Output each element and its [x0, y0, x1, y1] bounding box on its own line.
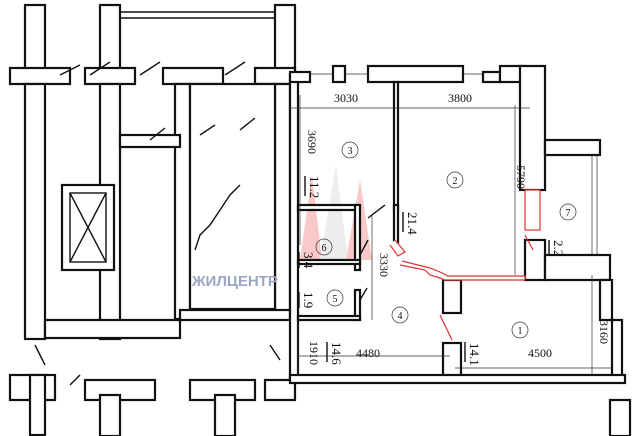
watermark-text: ЖИЛЦЕНТР [191, 273, 278, 290]
dim-hall-width: 4480 [356, 346, 380, 360]
room-1-area: 14.1 [467, 343, 482, 366]
room-3-number: 3 [348, 146, 353, 157]
room-6-area: 3.4 [301, 252, 316, 269]
dim-hall-small: 1910 [307, 341, 321, 365]
dim-hall-depth: 3330 [377, 253, 391, 277]
dim-room2-depth: 5790 [514, 165, 528, 189]
building-walls-left [8, 3, 297, 436]
dim-room1-depth: 3160 [597, 320, 611, 344]
room-numbers: 1 2 3 4 5 6 7 [322, 146, 571, 337]
room-2-number: 2 [453, 176, 458, 187]
room-5-number: 5 [333, 294, 338, 305]
room-markers [315, 141, 577, 339]
redevelopment-walls [389, 234, 534, 341]
room-3-area: 11.2 [307, 176, 322, 198]
room-2-area: 21.4 [405, 212, 420, 235]
doors [359, 204, 386, 301]
dim-room1-width: 4500 [528, 346, 552, 360]
room-7-number: 7 [566, 208, 571, 219]
dimension-labels: 3030 3800 3690 5790 3330 4480 1910 4500 … [305, 91, 611, 365]
room-7-area: 2.2 [551, 240, 566, 256]
room-5-area: 1.9 [301, 292, 316, 308]
room-4-number: 4 [398, 311, 403, 322]
room-6-number: 6 [322, 243, 327, 254]
apartment-walls [288, 64, 632, 436]
dim-room3-depth: 3690 [305, 130, 319, 154]
dimension-lines [290, 95, 612, 375]
dim-room2-width: 3800 [448, 91, 472, 105]
room-1-number: 1 [518, 326, 523, 337]
dim-room3-width: 3030 [334, 91, 358, 105]
room-areas: 14.1 21.4 11.2 14.6 1.9 3.4 2.2 [298, 176, 566, 366]
room-4-area: 14.6 [329, 342, 344, 365]
